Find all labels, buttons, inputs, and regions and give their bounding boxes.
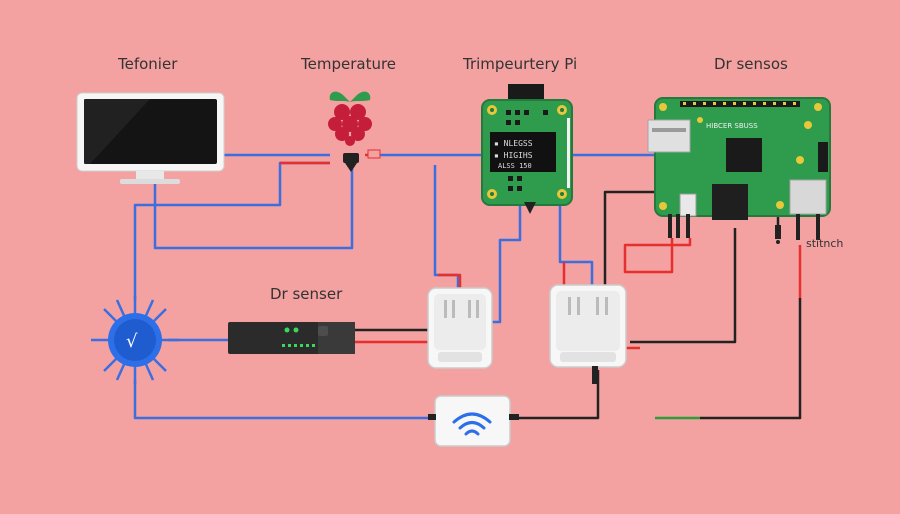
wifi-router bbox=[428, 395, 519, 447]
power-plug-2 bbox=[549, 284, 627, 384]
middle-sensor-label: Dr senser bbox=[270, 285, 343, 303]
raspberry-pi-logo-icon bbox=[328, 91, 372, 146]
pi-silkscreen-text: HIBCER SBUSS bbox=[706, 122, 758, 130]
inline-connector bbox=[343, 149, 381, 172]
pi-board-label: Dr sensos bbox=[714, 55, 788, 73]
pi-board: HIBCER SBUSS bbox=[647, 97, 831, 240]
wire-blue-board-to-plug1 bbox=[490, 205, 522, 324]
switch-label: stitnch bbox=[806, 237, 844, 250]
wire-blue-hub-to-wifi bbox=[133, 380, 435, 420]
temperature-label: Temperature bbox=[301, 55, 397, 73]
wire-blue-connector-loop bbox=[153, 165, 354, 250]
wire-black-wifi-to-plug2 bbox=[510, 370, 600, 420]
svg-text:ALSS 150: ALSS 150 bbox=[498, 162, 532, 170]
monitor-label: Tefonier bbox=[118, 55, 178, 73]
wire-black-switch-out bbox=[700, 298, 802, 420]
wire-black-plug2-out bbox=[630, 228, 737, 344]
wire-red-to-plug1 bbox=[438, 273, 462, 290]
sensor-board: ▪ NLEGSS ▪ HIGIHS ALSS 150 bbox=[481, 84, 573, 214]
wire-red-pi-loop bbox=[623, 238, 692, 274]
switch-connector bbox=[775, 225, 781, 244]
wifi-icon bbox=[452, 412, 492, 436]
power-plug-1 bbox=[427, 287, 493, 369]
sensor-board-label: Trimpeurtery Pi bbox=[463, 55, 578, 73]
svg-text:▪ HIGIHS: ▪ HIGIHS bbox=[494, 151, 533, 160]
hub-node-icon: √ bbox=[91, 296, 179, 384]
svg-text:√: √ bbox=[126, 331, 138, 352]
wire-blue-board-to-plug2 bbox=[558, 205, 594, 290]
svg-text:▪ NLEGSS: ▪ NLEGSS bbox=[494, 139, 533, 148]
monitor bbox=[76, 92, 225, 184]
middle-sensor-box bbox=[228, 322, 355, 354]
